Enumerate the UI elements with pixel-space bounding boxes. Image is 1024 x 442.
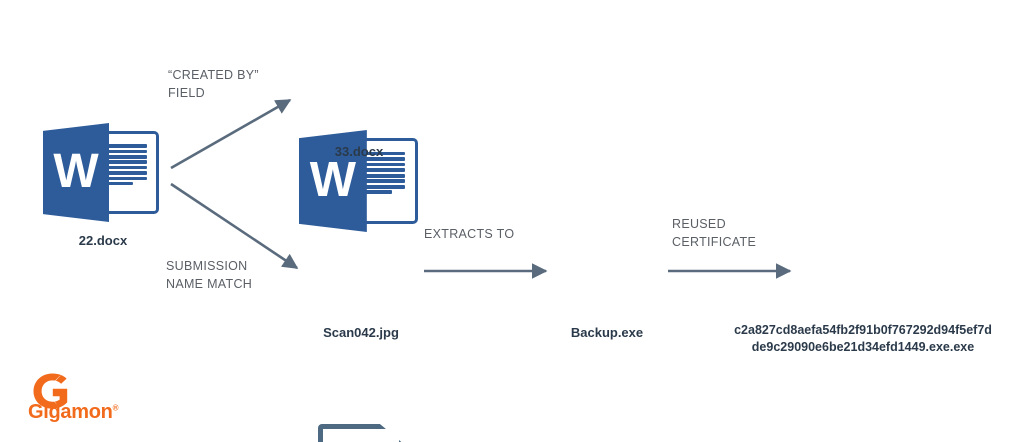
- doc-line: [356, 179, 406, 184]
- node-33-docx[interactable]: W: [299, 130, 418, 232]
- doc-line: [99, 181, 134, 186]
- doc-line: [356, 173, 406, 178]
- gigamon-mark-icon: [33, 373, 68, 409]
- caption-22-docx: 22.docx: [78, 233, 128, 248]
- doc-line: [356, 190, 392, 195]
- doc-line: [99, 155, 147, 159]
- registered-trademark-icon: ®: [112, 403, 119, 413]
- file-fold-corner-icon: [377, 424, 404, 442]
- word-glyph: W: [53, 144, 99, 198]
- gigamon-wordmark-text: Gigamon: [28, 401, 113, 423]
- doc-line: [356, 151, 406, 156]
- word-logo-panel: W: [43, 123, 110, 222]
- doc-line: [99, 165, 147, 170]
- arrow-created-by: [170, 98, 292, 170]
- doc-line: [356, 184, 406, 189]
- caption-backup-exe: Backup.exe: [570, 325, 644, 340]
- doc-line: [99, 171, 147, 175]
- label-submission-name-match: SUBMISSION NAME MATCH: [166, 259, 253, 292]
- node-scan042-rar[interactable]: RAR: [318, 424, 404, 442]
- arrow-submission-name-match: [170, 182, 299, 270]
- word-logo-panel: W: [299, 130, 367, 232]
- caption-33-docx: 33.docx: [334, 144, 384, 159]
- label-extracts-to: EXTRACTS TO: [424, 227, 515, 241]
- doc-line: [99, 149, 147, 154]
- doc-line: [356, 168, 406, 172]
- doc-line: [99, 144, 147, 148]
- doc-line: [99, 176, 147, 180]
- doc-line: [356, 162, 406, 167]
- gigamon-logo: Gigamon®: [28, 372, 133, 424]
- gigamon-wordmark: Gigamon®: [28, 401, 118, 424]
- doc-line: [99, 160, 147, 164]
- node-22-docx[interactable]: W: [43, 123, 159, 222]
- word-glyph: W: [309, 152, 357, 207]
- caption-hash-exe: c2a827cd8aefa54fb2f91b0f767292d94f5ef7d …: [734, 323, 992, 354]
- doc-line: [356, 157, 406, 161]
- label-created-by-field: “CREATED BY” FIELD: [168, 68, 259, 101]
- label-reused-certificate: REUSED CERTIFICATE: [672, 217, 757, 250]
- caption-scan042-jpg: Scan042.jpg: [323, 325, 399, 340]
